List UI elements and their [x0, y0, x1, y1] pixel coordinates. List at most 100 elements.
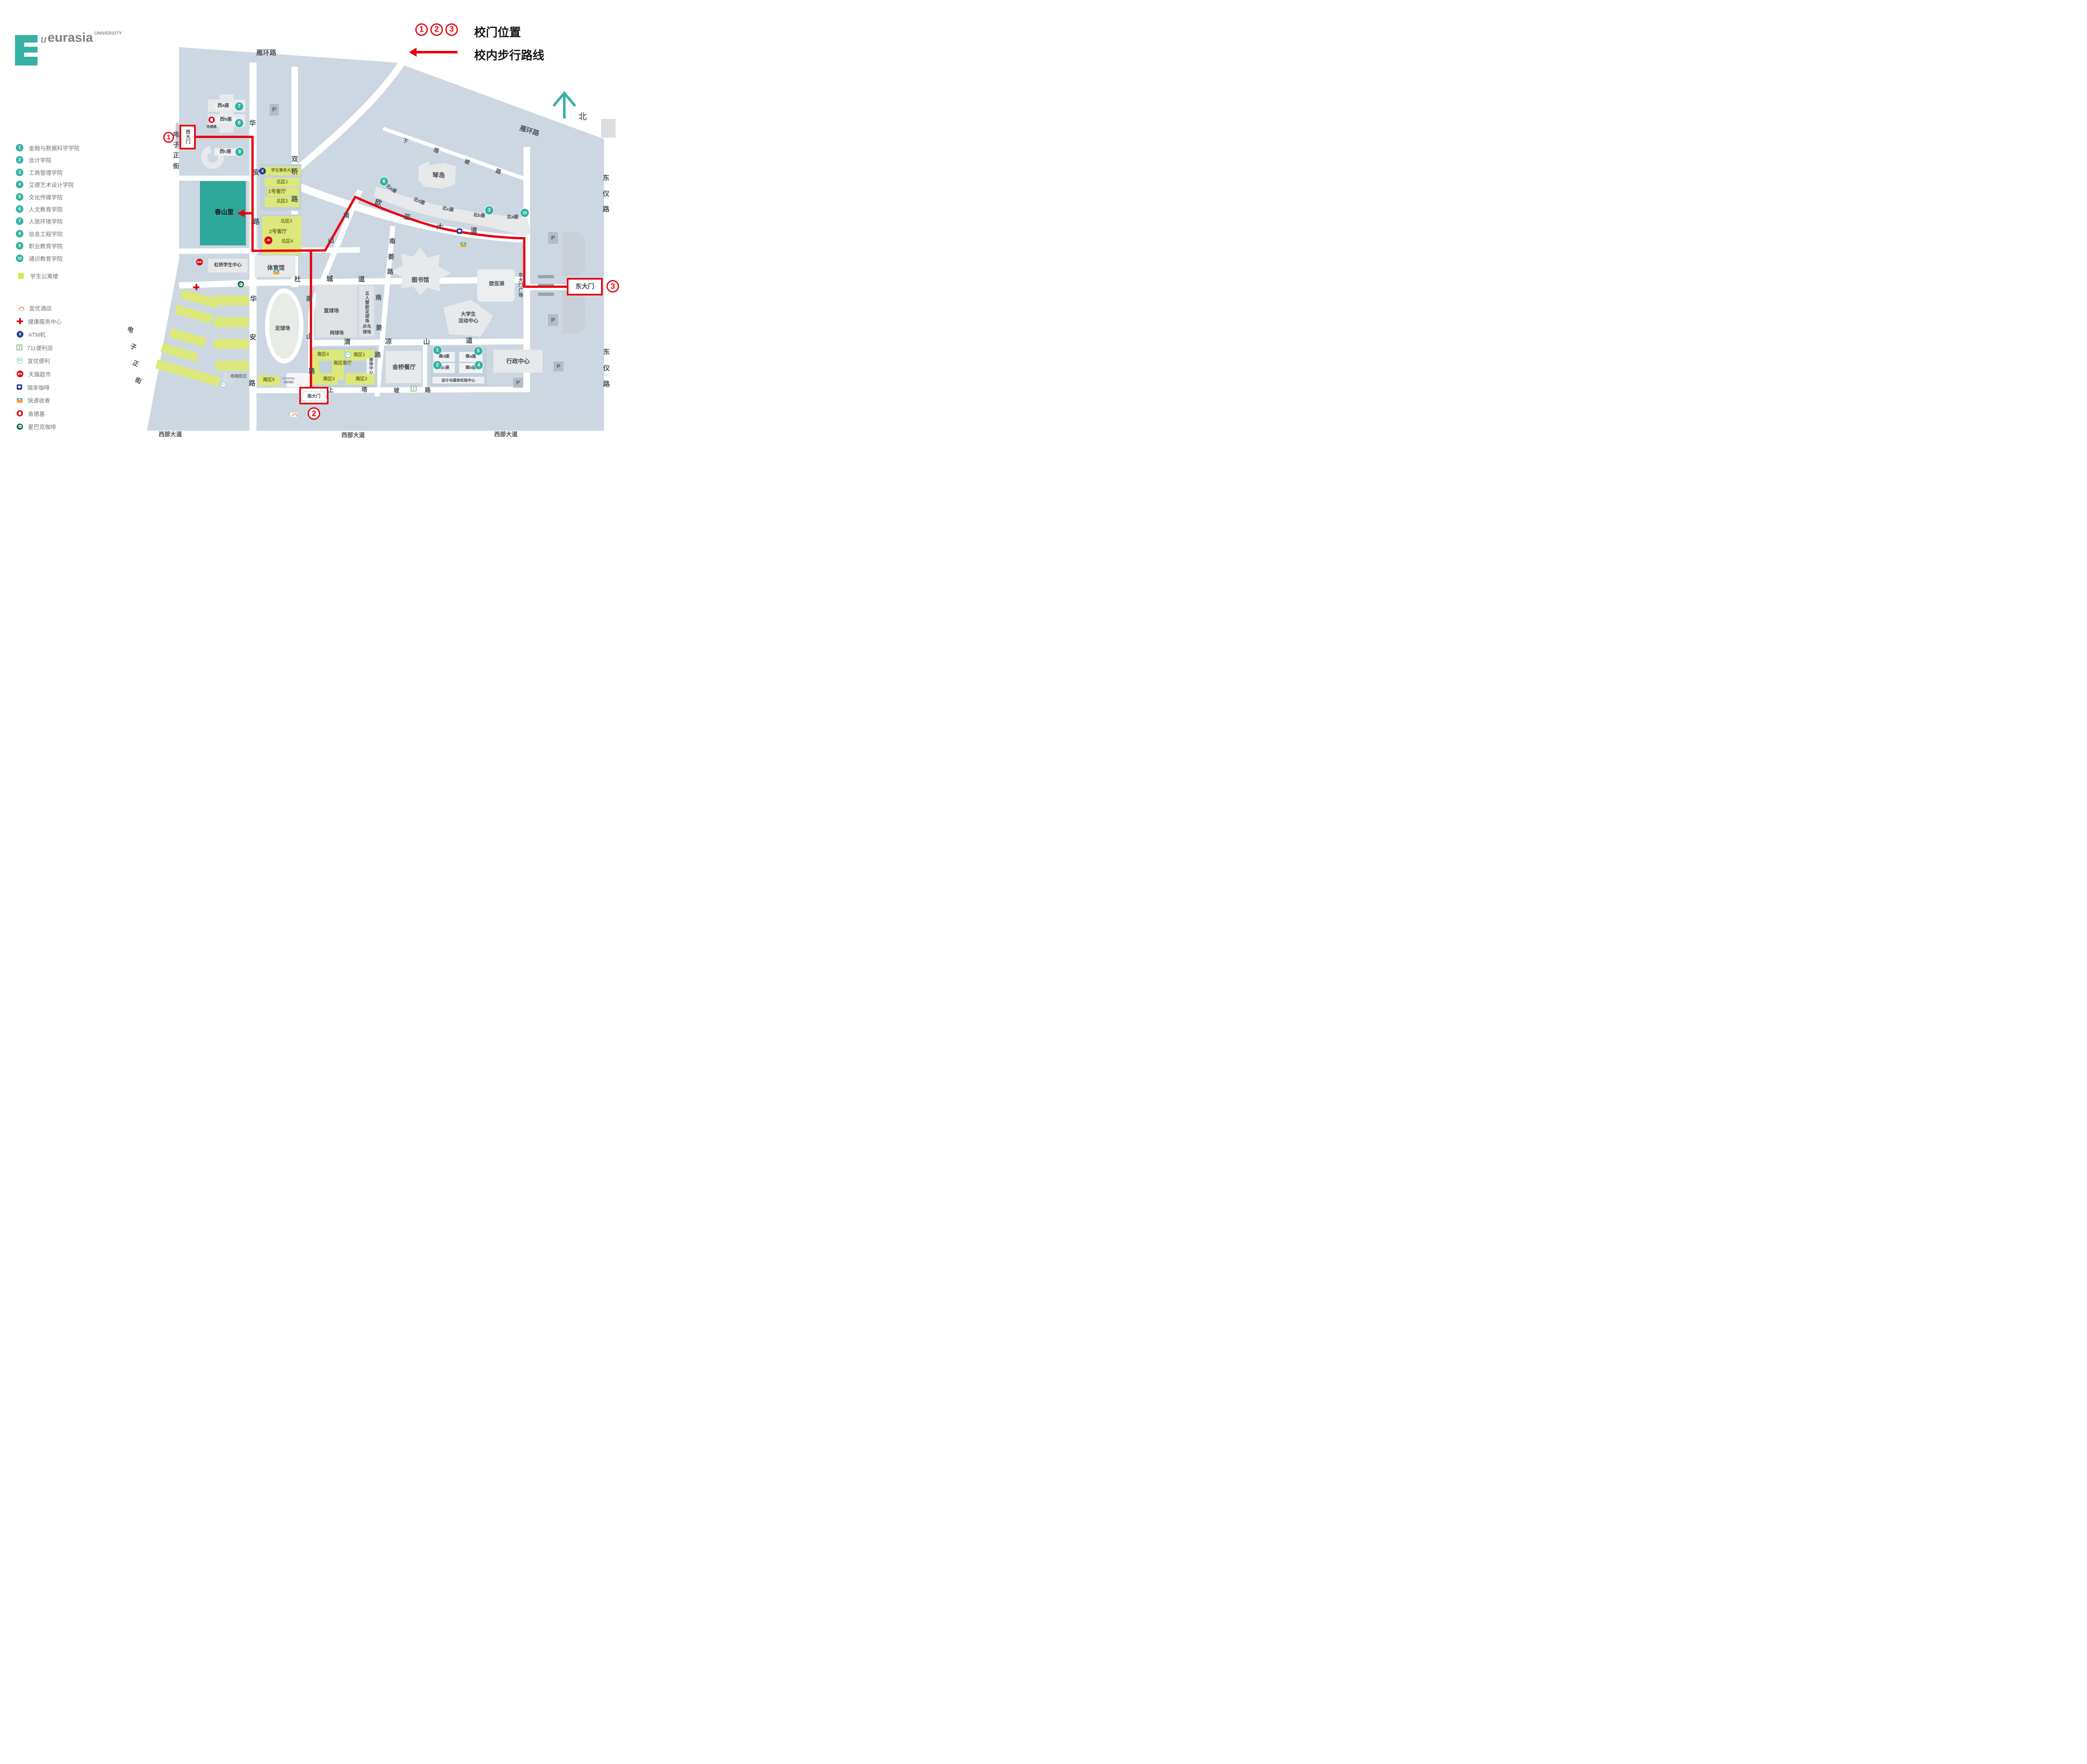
destination-label: 春山里 [215, 209, 234, 216]
map-label-姜: 姜 [376, 324, 382, 332]
map-label-街: 街 [173, 163, 179, 170]
map-label-南: 南 [306, 295, 313, 303]
map-label-桥: 桥 [291, 168, 298, 176]
map-label-东: 东 [603, 348, 610, 356]
walking-route-path [195, 136, 568, 396]
jd-supermarket-icon: JD [264, 236, 273, 245]
express-icon [273, 270, 279, 275]
college-label-10: 通识教育学院 [29, 255, 63, 262]
amenity-label-kfc: 肯德基 [28, 411, 45, 417]
map-label-南区2: 南区2 [355, 376, 368, 382]
college-number-9: 9 [16, 242, 23, 250]
unit-marker-5: 5 [474, 347, 483, 355]
map-label-路: 路 [248, 380, 256, 387]
map-label-路: 路 [253, 218, 260, 226]
amenity-label-eu: 宜优便利 [28, 358, 50, 365]
map-label-子: 子 [173, 141, 179, 149]
map-label-路: 路 [603, 381, 610, 388]
map-label-南: 南 [343, 212, 350, 220]
map-label-凉: 凉 [385, 338, 392, 346]
map-label-西b座: 西b座 [220, 117, 232, 122]
eu-icon: EU [17, 358, 23, 364]
map-label-正: 正 [173, 152, 179, 159]
legend-amenity-atm: ¥ATM机 [17, 330, 45, 338]
map-label-乒乓: 乒乓 [363, 324, 371, 329]
map-label-北区2: 北区2 [276, 199, 288, 204]
map-label-道: 道 [470, 227, 478, 235]
road-label-yanhuanlu-top: 雁环路 [256, 49, 277, 57]
logo-e-block [15, 35, 38, 66]
kfc-icon [208, 116, 215, 123]
college-label-2: 会计学院 [29, 157, 51, 164]
map-label-南区1: 南区1 [353, 352, 366, 358]
map-label-北区4: 北区4 [281, 239, 293, 244]
map-label-琴岛: 琴岛 [432, 172, 445, 179]
map-label-东大门广场: 东大门广场 [518, 273, 523, 298]
key-gates-label: 校门位置 [474, 26, 521, 39]
amenity-label-seven: 711便利店 [27, 345, 53, 351]
unit-marker-3: 3 [485, 206, 493, 215]
college-label-9: 职业教育学院 [29, 243, 63, 250]
gate-west-label: 西大门 [185, 129, 190, 144]
map-label-北a座: 北a座 [506, 215, 519, 220]
college-number-2: 2 [16, 156, 23, 164]
map-label-南a座: 南a座 [465, 354, 476, 359]
college-number-3: 3 [16, 168, 23, 176]
map-label-塔: 塔 [361, 386, 367, 393]
buildings [176, 94, 616, 388]
map-label-P: P [516, 379, 520, 386]
map-label-南区客厅: 南区客厅 [334, 361, 352, 366]
map-label-山: 山 [328, 237, 334, 245]
health-cross-icon [193, 284, 200, 290]
unit-marker-6: 6 [380, 177, 388, 186]
amenity-label-hotel: 宜优酒店 [29, 305, 52, 312]
map-label-电: 电 [173, 131, 179, 139]
map-label-体育馆: 体育馆 [267, 264, 285, 271]
map-label-华: 华 [249, 120, 256, 127]
key-gate-2: 2 [430, 23, 443, 36]
amenity-label-express: 快递收寄 [28, 398, 50, 404]
map-label-EU HOTEL: EU HOTEL [282, 377, 296, 380]
logo-u: u [40, 32, 47, 45]
map-label-金桥餐厅: 金桥餐厅 [392, 363, 416, 371]
atm-icon: ¥ [259, 168, 266, 174]
map-label-姜: 姜 [388, 253, 394, 261]
eu-convenience-icon: EU [345, 352, 351, 358]
map-label-东: 东 [602, 174, 610, 182]
gate-marker-3: 3 [606, 280, 619, 293]
key-route-label: 校内步行路线 [474, 49, 545, 62]
map-label-肯德基: 肯德基 [207, 124, 217, 129]
key-gate-1: 1 [415, 23, 428, 36]
amenity-label-atm: ATM机 [28, 332, 45, 338]
map-label-学生事务大厅: 学生事务大厅 [271, 168, 295, 173]
tmall-supermarket-icon: 超市 [196, 259, 203, 265]
map-label-上: 上 [328, 386, 334, 394]
map-label-大学生: 大学生 [460, 311, 476, 317]
key-gate-3: 3 [445, 23, 458, 36]
gate-marker-2: 2 [308, 407, 320, 420]
map-label-城: 城 [326, 275, 334, 283]
legend-amenity-health: 健康服务中心 [17, 317, 62, 326]
gate-marker-1: 1 [163, 132, 174, 143]
map-label-欧亚湖: 欧亚湖 [489, 280, 505, 287]
stadium [265, 285, 374, 363]
map-label-图书馆: 图书馆 [412, 276, 429, 283]
amenity-label-starbucks: 星巴克咖啡 [28, 424, 56, 431]
map-label-亚: 亚 [403, 213, 411, 222]
eu-hotel-logo-icon [290, 412, 298, 417]
map-label-接待中心: 接待中心 [369, 358, 373, 374]
map-label-路: 路 [291, 196, 298, 203]
eu-convenience-icon-2: EU [220, 381, 226, 387]
kfc-icon [17, 410, 23, 417]
map-label-安: 安 [253, 169, 260, 177]
map-label-大: 大 [436, 223, 444, 231]
amenity-label-health: 健康服务中心 [28, 318, 62, 325]
apartment-label: 学生公寓楼 [30, 273, 58, 280]
college-number-4: 4 [16, 181, 23, 189]
supermarket-icon: 超市 [17, 371, 23, 377]
